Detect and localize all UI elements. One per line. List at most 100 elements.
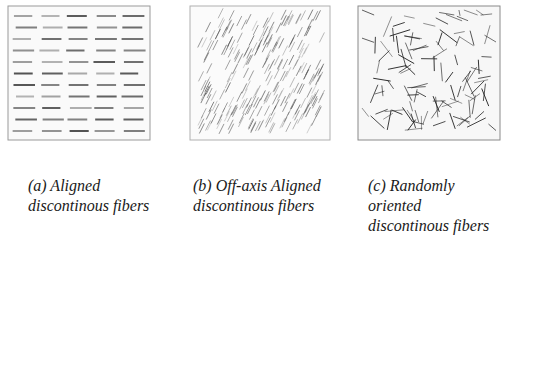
fiber-stroke [314, 68, 319, 78]
fiber-stroke [302, 47, 307, 57]
panel-caption: (b) Off-axis Aligned discontinous fibers [193, 176, 358, 216]
fiber-stroke [246, 98, 251, 108]
fiber-stroke [274, 99, 279, 109]
fiber-stroke [310, 75, 315, 85]
fiber-stroke [13, 38, 31, 40]
fiber-stroke [95, 38, 117, 40]
fiber-stroke [249, 110, 254, 120]
fiber-stroke [207, 63, 212, 73]
fiber-stroke [253, 97, 258, 107]
fiber-stroke [13, 107, 35, 109]
fiber-stroke [283, 59, 288, 69]
fiber-stroke [97, 15, 116, 17]
fiber-stroke [96, 73, 114, 75]
fiber-stroke [262, 42, 267, 52]
fiber-stroke [280, 71, 285, 81]
fiber-stroke [382, 85, 383, 96]
fiber-stroke [485, 25, 490, 44]
fiber-stroke [385, 110, 405, 112]
fiber-stroke [431, 101, 443, 118]
fiber-stroke [229, 10, 234, 20]
fiber-stroke [243, 104, 248, 114]
fiber-stroke [286, 67, 291, 77]
fiber-stroke [467, 67, 477, 82]
fiber-stroke [320, 90, 325, 100]
fiber-stroke [278, 60, 283, 70]
fiber-stroke [15, 119, 37, 121]
fiber-stroke [488, 124, 496, 131]
fiber-stroke [414, 89, 417, 102]
aligned-fibers [13, 16, 146, 131]
fiber-stroke [201, 108, 206, 118]
fiber-stroke [289, 88, 294, 98]
fiber-stroke [207, 40, 212, 50]
fiber-stroke [450, 113, 456, 129]
fiber-stroke [316, 60, 321, 70]
fiber-stroke [301, 98, 306, 108]
fiber-stroke [267, 37, 272, 47]
fiber-stroke [274, 81, 279, 91]
panel-caption: (a) Aligned discontinous fibers [28, 176, 163, 216]
fiber-stroke [225, 78, 230, 88]
fiber-stroke [442, 101, 452, 108]
fiber-stroke [470, 31, 474, 46]
fiber-stroke [231, 105, 236, 115]
fiber-stroke [388, 66, 406, 70]
fiber-stroke [245, 46, 250, 56]
fiber-stroke [481, 56, 491, 58]
fiber-stroke [393, 28, 394, 42]
fiber-stroke [415, 110, 419, 122]
fiber-stroke [464, 10, 478, 15]
fiber-stroke [13, 61, 32, 63]
fiber-stroke [274, 69, 279, 79]
fiber-stroke [218, 8, 223, 18]
fiber-stroke [277, 59, 282, 69]
fiber-stroke [383, 113, 393, 119]
fiber-stroke [259, 120, 264, 130]
fiber-stroke [124, 61, 143, 63]
fiber-stroke [469, 100, 470, 118]
fiber-stroke [471, 81, 484, 94]
fiber-stroke [362, 108, 369, 117]
fiber-stroke [206, 121, 211, 131]
fiber-stroke [228, 47, 233, 57]
fiber-stroke [41, 84, 59, 86]
fiber-stroke [42, 96, 61, 98]
fiber-stroke [316, 10, 321, 20]
fiber-stroke [451, 85, 456, 100]
fiber-stroke [459, 116, 470, 126]
fiber-stroke [409, 47, 428, 50]
fiber-stroke [436, 18, 448, 24]
fiber-stroke [478, 76, 491, 78]
fiber-stroke [223, 102, 228, 112]
fiber-stroke [264, 21, 269, 31]
fiber-stroke [247, 104, 252, 114]
fiber-stroke [66, 50, 84, 52]
fiber-stroke [234, 49, 239, 59]
fiber-stroke [41, 15, 59, 17]
fiber-stroke [279, 88, 284, 98]
fiber-stroke [293, 109, 298, 119]
fiber-stroke [289, 55, 294, 65]
fiber-stroke [123, 119, 143, 121]
fiber-stroke [69, 38, 88, 40]
off-axis-fibers [198, 8, 325, 134]
fiber-stroke [222, 27, 227, 37]
fiber-stroke [201, 90, 206, 100]
fiber-stroke [209, 102, 214, 112]
fiber-stroke [231, 71, 236, 81]
fiber-stroke [238, 117, 243, 127]
fiber-stroke [475, 111, 484, 119]
fiber-stroke [276, 23, 281, 33]
fiber-stroke [258, 37, 263, 47]
panel-aligned [8, 6, 150, 140]
fiber-stroke [42, 73, 63, 75]
fiber-stroke [459, 10, 460, 16]
fiber-stroke [405, 36, 422, 39]
fiber-stroke [69, 61, 88, 63]
fiber-stroke [456, 36, 460, 46]
fiber-stroke [381, 41, 393, 57]
fiber-stroke [286, 122, 291, 132]
fiber-stroke [478, 60, 480, 74]
fiber-stroke [13, 130, 33, 132]
